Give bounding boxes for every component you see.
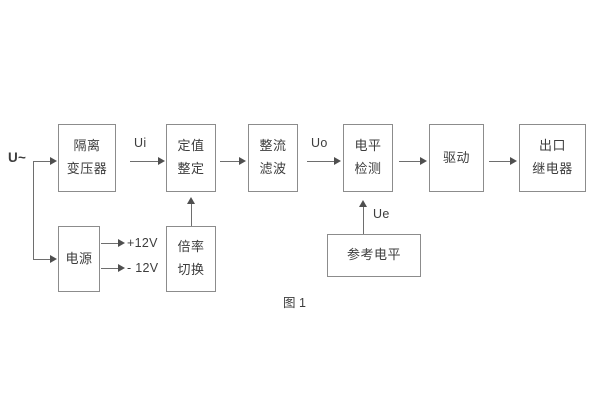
block-rectify-filter-line1: 整流 — [259, 138, 287, 154]
block-level-detect[interactable]: 电平 检测 — [343, 124, 393, 192]
power-plus12v-arrowhead — [118, 239, 125, 247]
minus-12v-label: - 12V — [127, 261, 159, 275]
level-to-drive-line — [399, 161, 421, 162]
power-minus12v-line — [101, 268, 119, 269]
uo-signal-label: Uo — [311, 136, 328, 150]
block-setting-value-line2: 整定 — [177, 161, 205, 176]
rectify-to-level-arrowhead — [334, 157, 341, 165]
block-multiplier-switch[interactable]: 倍率 切换 — [166, 226, 216, 292]
multiplier-to-setting-line — [191, 204, 192, 226]
block-multiplier-switch-line2: 切换 — [177, 262, 205, 277]
input-to-power-arrowhead — [50, 255, 57, 263]
block-multiplier-switch-line1: 倍率 — [177, 239, 205, 255]
power-minus12v-arrowhead — [118, 264, 125, 272]
figure-caption: 图 1 — [283, 296, 306, 310]
plus-12v-label: +12V — [127, 236, 158, 250]
block-isolation-transformer[interactable]: 隔离 变压器 — [58, 124, 116, 192]
setting-to-rectify-line — [220, 161, 240, 162]
transformer-to-setting-arrowhead — [158, 157, 165, 165]
block-power-supply-line1: 电源 — [65, 250, 93, 266]
multiplier-to-setting-arrowhead — [187, 197, 195, 204]
input-to-transformer-arrowhead — [50, 157, 57, 165]
block-output-relay[interactable]: 出口 继电器 — [519, 124, 586, 192]
ue-signal-label: Ue — [373, 207, 390, 221]
block-power-supply[interactable]: 电源 — [58, 226, 100, 292]
block-drive[interactable]: 驱动 — [429, 124, 484, 192]
reference-to-level-line — [363, 207, 364, 234]
block-rectify-filter[interactable]: 整流 滤波 — [248, 124, 298, 192]
block-drive-line1: 驱动 — [442, 149, 470, 165]
block-output-relay-line1: 出口 — [538, 138, 566, 154]
transformer-to-setting-line — [130, 161, 159, 162]
power-plus12v-line — [101, 243, 119, 244]
drive-to-relay-arrowhead — [510, 157, 517, 165]
input-branch-to-transformer-line — [33, 161, 51, 162]
block-rectify-filter-line2: 滤波 — [259, 161, 287, 176]
rectify-to-level-line — [307, 161, 335, 162]
block-isolation-transformer-line1: 隔离 — [73, 138, 101, 154]
block-reference-level[interactable]: 参考电平 — [327, 234, 421, 277]
ui-signal-label: Ui — [134, 136, 147, 150]
drive-to-relay-line — [489, 161, 511, 162]
level-to-drive-arrowhead — [420, 157, 427, 165]
setting-to-rectify-arrowhead — [239, 157, 246, 165]
block-reference-level-line1: 参考电平 — [346, 247, 401, 263]
input-branch-to-power-line — [33, 259, 51, 260]
block-level-detect-line1: 电平 — [354, 138, 382, 154]
reference-to-level-arrowhead — [359, 200, 367, 207]
block-setting-value[interactable]: 定值 整定 — [166, 124, 216, 192]
input-voltage-label: U~ — [8, 150, 27, 165]
input-bus-vertical-line — [33, 161, 34, 260]
block-setting-value-line1: 定值 — [177, 138, 205, 154]
block-level-detect-line2: 检测 — [354, 161, 382, 176]
block-output-relay-line2: 继电器 — [532, 161, 573, 176]
block-isolation-transformer-line2: 变压器 — [66, 161, 108, 176]
